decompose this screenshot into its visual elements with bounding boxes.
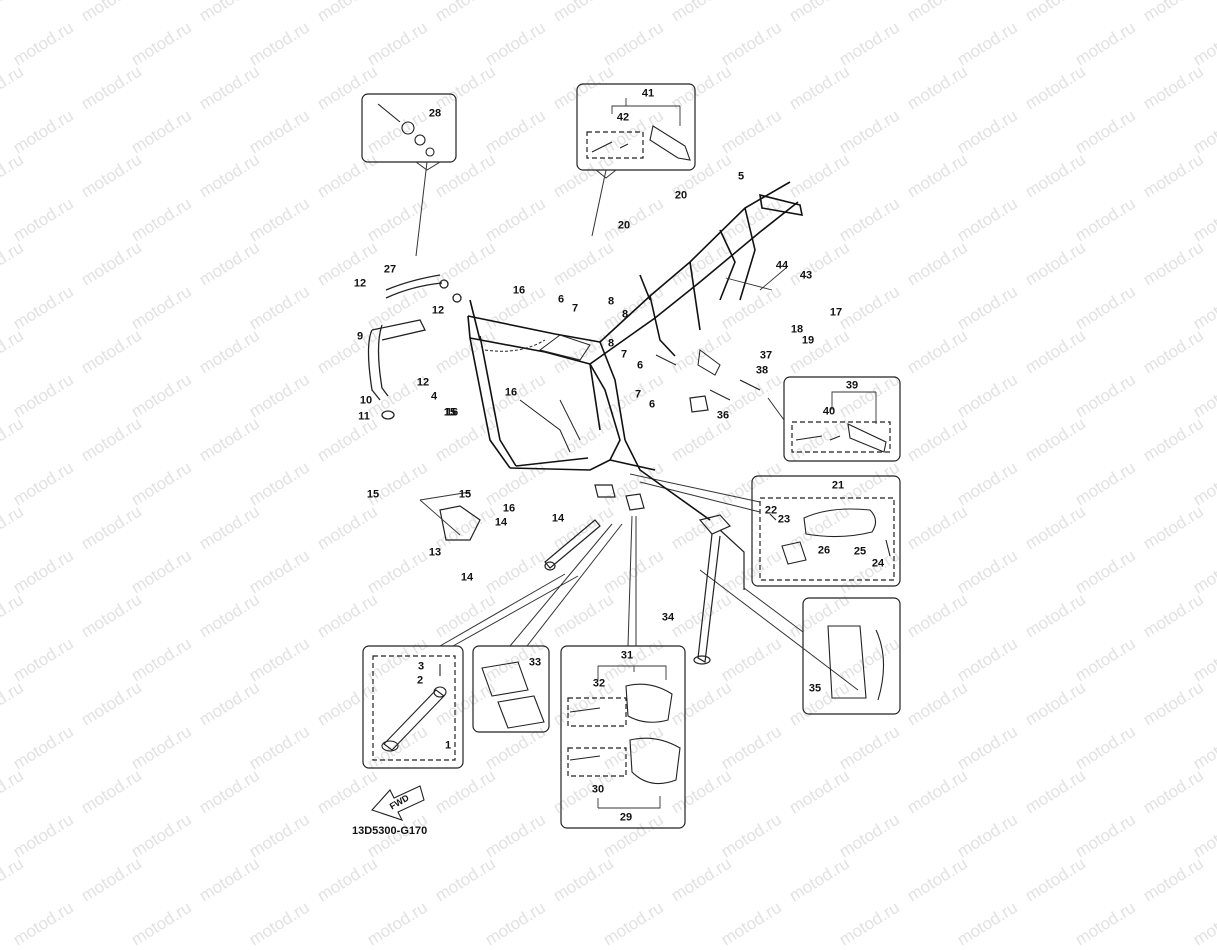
callout-number: 13 bbox=[428, 546, 442, 559]
inset-box-28 bbox=[361, 93, 457, 163]
callout-number: 43 bbox=[799, 269, 813, 282]
callout-number: 12 bbox=[416, 376, 430, 389]
callout-number: 41 bbox=[641, 87, 655, 100]
inset-box-35 bbox=[802, 597, 901, 715]
callout-number: 24 bbox=[871, 557, 885, 570]
callout-number: 14 bbox=[460, 571, 474, 584]
callout-number: 1 bbox=[444, 739, 452, 752]
callout-number: 31 bbox=[620, 649, 634, 662]
callout-number: 15 bbox=[443, 406, 457, 419]
callout-number: 16 bbox=[445, 406, 459, 419]
callout-number: 37 bbox=[759, 349, 773, 362]
callout-number: 17 bbox=[829, 306, 843, 319]
callout-number: 5 bbox=[737, 170, 745, 183]
callout-number: 36 bbox=[716, 409, 730, 422]
callout-number: 28 bbox=[428, 107, 442, 120]
callout-number: 12 bbox=[431, 304, 445, 317]
callout-number: 6 bbox=[557, 293, 565, 306]
callout-number: 15 bbox=[366, 488, 380, 501]
callout-number: 38 bbox=[755, 364, 769, 377]
callout-number: 10 bbox=[359, 394, 373, 407]
inset-box-21 bbox=[751, 475, 901, 587]
callout-number: 16 bbox=[504, 386, 518, 399]
callout-number: 8 bbox=[607, 337, 615, 350]
callout-number: 19 bbox=[801, 334, 815, 347]
diagram-part-code: 13D5300-G170 bbox=[352, 825, 428, 837]
callout-number: 15 bbox=[443, 406, 457, 419]
callout-number: 34 bbox=[661, 611, 675, 624]
callout-number: 16 bbox=[502, 502, 516, 515]
callout-number: 9 bbox=[356, 330, 364, 343]
callout-number: 12 bbox=[353, 277, 367, 290]
callout-number: 23 bbox=[777, 513, 791, 526]
callout-number: 20 bbox=[617, 219, 631, 232]
callout-number: 21 bbox=[831, 479, 845, 492]
callout-number: 20 bbox=[674, 189, 688, 202]
inset-box-39 bbox=[783, 376, 901, 462]
callout-number: 35 bbox=[808, 682, 822, 695]
inset-box-1 bbox=[362, 645, 464, 769]
callout-number: 25 bbox=[853, 545, 867, 558]
callout-number: 26 bbox=[817, 544, 831, 557]
callout-number: 14 bbox=[551, 512, 565, 525]
callout-number: 7 bbox=[634, 388, 642, 401]
callout-number: 3 bbox=[417, 660, 425, 673]
callout-number: 27 bbox=[383, 263, 397, 276]
callout-number: 4 bbox=[430, 390, 438, 403]
callout-number: 6 bbox=[648, 398, 656, 411]
callout-number: 33 bbox=[528, 656, 542, 669]
callout-number: 32 bbox=[592, 677, 606, 690]
callout-number: 11 bbox=[358, 410, 370, 423]
callout-number: 30 bbox=[591, 783, 605, 796]
callout-number: 42 bbox=[616, 111, 630, 124]
callout-number: 7 bbox=[620, 348, 628, 361]
callout-number: 16 bbox=[512, 284, 526, 297]
callout-number: 6 bbox=[636, 359, 644, 372]
callout-number: 8 bbox=[621, 308, 629, 321]
frame-exploded-diagram bbox=[361, 83, 901, 829]
callout-number: 2 bbox=[416, 674, 424, 687]
callout-number: 40 bbox=[822, 405, 836, 418]
callout-number: 29 bbox=[619, 811, 633, 824]
callout-number: 8 bbox=[607, 295, 615, 308]
inset-box-41 bbox=[576, 83, 696, 171]
inset-box-29-31 bbox=[560, 645, 686, 829]
callout-number: 44 bbox=[775, 259, 789, 272]
callout-number: 14 bbox=[494, 516, 508, 529]
inset-box-33 bbox=[472, 645, 550, 733]
callout-number: 39 bbox=[845, 379, 859, 392]
callout-number: 7 bbox=[571, 302, 579, 315]
callout-number: 18 bbox=[790, 323, 804, 336]
callout-number: 15 bbox=[458, 488, 472, 501]
callout-number: 22 bbox=[764, 504, 778, 517]
